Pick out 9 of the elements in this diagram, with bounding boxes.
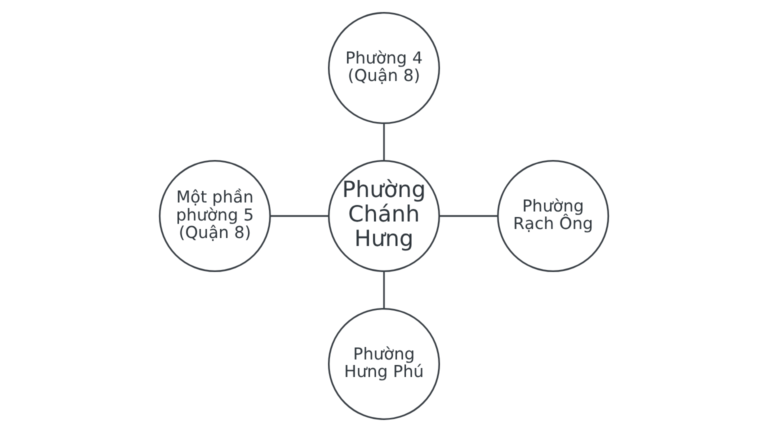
connector	[383, 271, 385, 309]
node-circle: Một phần phường 5 (Quận 8)	[158, 160, 271, 272]
node-circle: Phường Rạch Ông	[497, 160, 610, 272]
connector	[440, 215, 498, 217]
node-circle: Phường Hưng Phú	[328, 308, 440, 420]
connector	[383, 123, 385, 161]
node-circle: Phường 4 (Quận 8)	[328, 12, 440, 124]
connector	[270, 215, 329, 217]
node-circle: Phường Chánh Hưng	[328, 160, 440, 272]
